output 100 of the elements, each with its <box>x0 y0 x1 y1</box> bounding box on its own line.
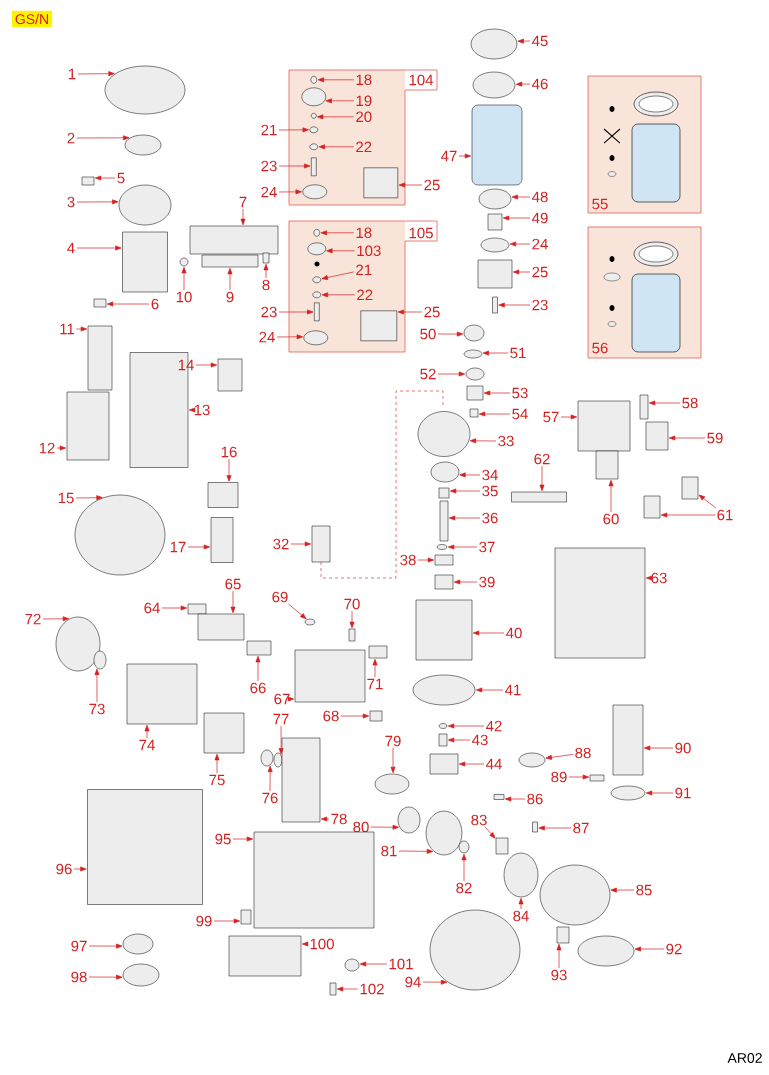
part-drawing <box>554 547 646 659</box>
leader-line <box>634 946 665 952</box>
part-drawing <box>104 65 186 115</box>
callout-number: 98 <box>71 971 87 983</box>
callout-number: 49 <box>532 212 548 224</box>
leader-line <box>453 579 478 585</box>
part-drawing <box>118 184 172 226</box>
callout-number: 24 <box>532 238 548 250</box>
leader-line <box>287 696 295 702</box>
part-drawing <box>412 674 476 706</box>
part-drawing <box>438 723 448 729</box>
leader-line <box>398 182 423 188</box>
callout-number: 72 <box>25 613 41 625</box>
callout-number: 40 <box>506 627 522 639</box>
callout-number: 8 <box>262 279 270 291</box>
part-drawing <box>303 330 329 346</box>
part-drawing <box>577 400 631 452</box>
leader-line <box>267 765 273 792</box>
callout-number: 65 <box>225 578 241 590</box>
part-drawing <box>595 450 619 480</box>
leader-line <box>643 745 674 751</box>
leader-line <box>213 918 241 924</box>
leader-line <box>75 495 103 501</box>
callout-number: 52 <box>420 368 436 380</box>
callout-number: 81 <box>381 845 397 857</box>
part-drawing <box>311 525 331 563</box>
part-drawing <box>434 574 454 590</box>
part-drawing <box>430 461 460 483</box>
part-drawing <box>610 785 646 801</box>
part-drawing <box>253 831 375 929</box>
part-drawing <box>477 259 513 289</box>
part-drawing <box>93 650 107 670</box>
part-drawing <box>348 628 356 642</box>
callout-number: 84 <box>513 910 529 922</box>
part-drawing <box>438 733 448 747</box>
part-drawing <box>74 494 166 576</box>
leader-line <box>359 961 388 967</box>
leader-line <box>459 472 481 478</box>
leader-line <box>276 334 303 340</box>
leader-line <box>94 668 100 703</box>
callout-number: 3 <box>67 196 75 208</box>
leader-line <box>336 986 359 992</box>
callout-number: 71 <box>367 678 383 690</box>
callout-number: 34 <box>482 469 498 481</box>
leader-line <box>448 515 481 521</box>
leader-line <box>447 723 485 729</box>
leader-line <box>76 326 88 332</box>
part-drawing <box>397 806 421 834</box>
part-drawing <box>240 909 252 925</box>
callout-number: 15 <box>58 492 74 504</box>
leader-line <box>498 302 531 308</box>
part-drawing <box>294 649 366 703</box>
part-drawing <box>81 176 95 186</box>
page-tag: GS/N <box>11 10 53 28</box>
callout-number: 35 <box>482 485 498 497</box>
part-drawing <box>434 554 454 566</box>
callout-number: 16 <box>221 446 237 458</box>
part-drawing <box>492 296 498 314</box>
part-drawing <box>470 28 518 60</box>
callout-number: 67 <box>274 693 290 705</box>
leader-line <box>398 848 434 854</box>
callout-number: 75 <box>209 774 225 786</box>
part-drawing <box>273 752 283 768</box>
callout-number: 82 <box>456 882 472 894</box>
callout-number: 24 <box>261 186 277 198</box>
callout-number: 11 <box>60 323 75 335</box>
callout-number: 63 <box>651 572 667 584</box>
leader-line <box>556 943 562 969</box>
part-drawing <box>201 254 259 268</box>
callout-number: 78 <box>331 813 347 825</box>
leader-line <box>390 747 396 774</box>
part-drawing <box>532 821 538 833</box>
callout-number: 39 <box>479 576 495 588</box>
callout-number: 4 <box>67 242 75 254</box>
leader-line <box>195 362 218 368</box>
part-drawing <box>415 599 473 661</box>
leader-line <box>88 974 123 980</box>
leader-line <box>76 135 130 141</box>
callout-number: 18 <box>356 227 372 239</box>
callout-number: 20 <box>356 111 372 123</box>
leader-line <box>325 98 355 104</box>
callout-number: 2 <box>67 132 75 144</box>
callout-number: 62 <box>534 453 550 465</box>
callout-number: 89 <box>551 771 567 783</box>
part-drawing <box>307 242 327 256</box>
leader-line <box>263 263 269 279</box>
leader-line <box>144 724 150 739</box>
part-drawing <box>126 663 198 725</box>
part-drawing <box>314 302 320 322</box>
callout-number: 37 <box>479 541 495 553</box>
leader-line <box>538 825 572 831</box>
leader-line <box>482 350 509 356</box>
callout-number: 73 <box>89 703 105 715</box>
part-drawing <box>556 926 570 944</box>
callout-number: 14 <box>178 359 194 371</box>
callout-number: 69 <box>272 591 288 603</box>
callout-number: 96 <box>56 863 72 875</box>
callout-number: 102 <box>360 983 384 995</box>
leader-line <box>278 725 284 755</box>
leader-line <box>320 816 330 822</box>
